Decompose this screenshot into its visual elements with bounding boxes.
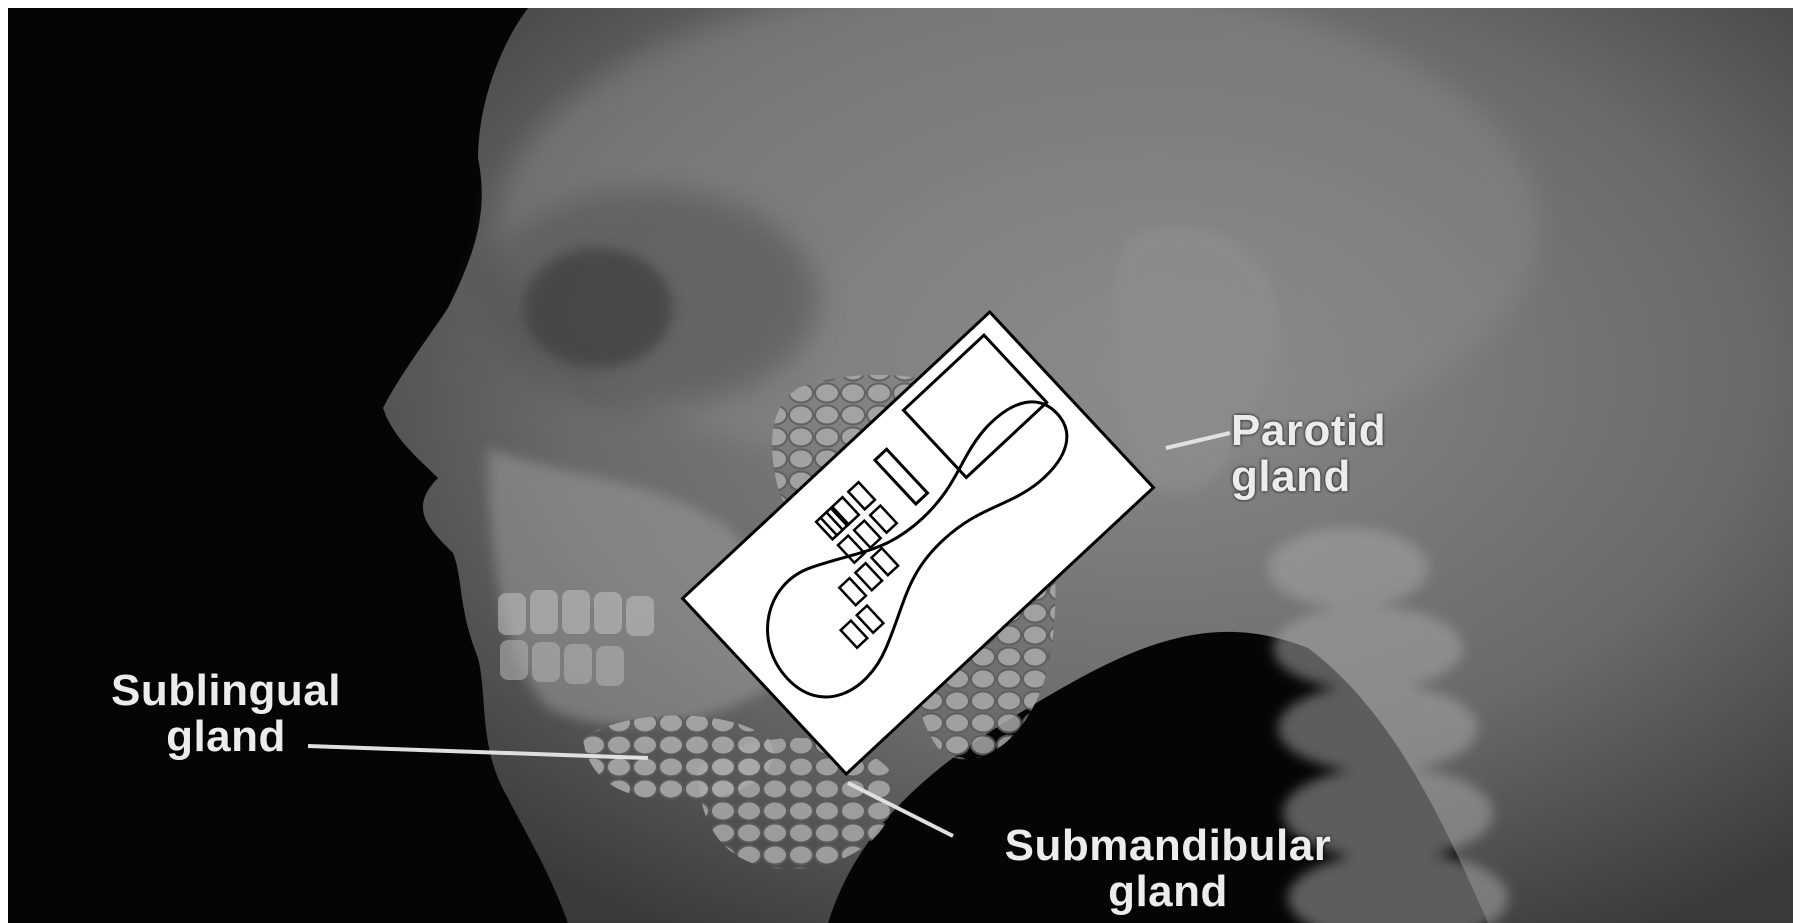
head-graphic: [8, 8, 1793, 923]
sublingual-gland-label: Sublingual gland: [76, 668, 376, 760]
anatomy-illustration: Parotid gland Sublingual gland Submandib…: [8, 8, 1793, 923]
eye-socket: [523, 248, 673, 368]
submandibular-gland-label: Submandibular gland: [958, 823, 1378, 915]
parotid-gland-label: Parotid gland: [1231, 408, 1386, 500]
